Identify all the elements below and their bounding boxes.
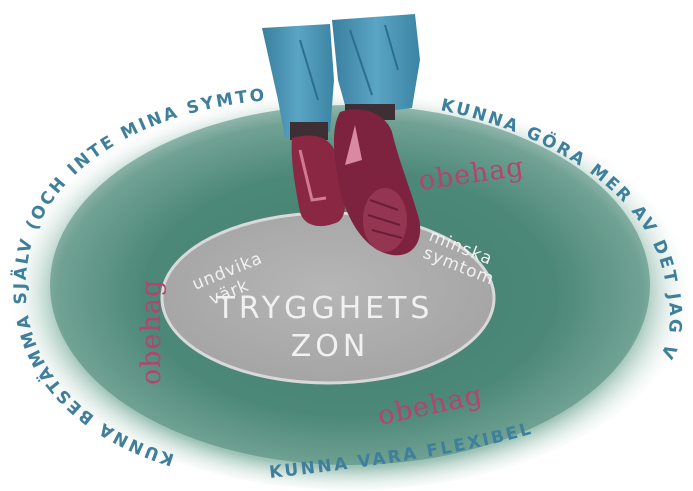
jeans-right-leg — [332, 14, 420, 116]
safety-zone-title-line2: ZON — [291, 329, 370, 364]
discomfort-label-left: obehag — [136, 279, 167, 385]
safety-zone-title-line1: TRYGGHETS — [216, 291, 434, 326]
